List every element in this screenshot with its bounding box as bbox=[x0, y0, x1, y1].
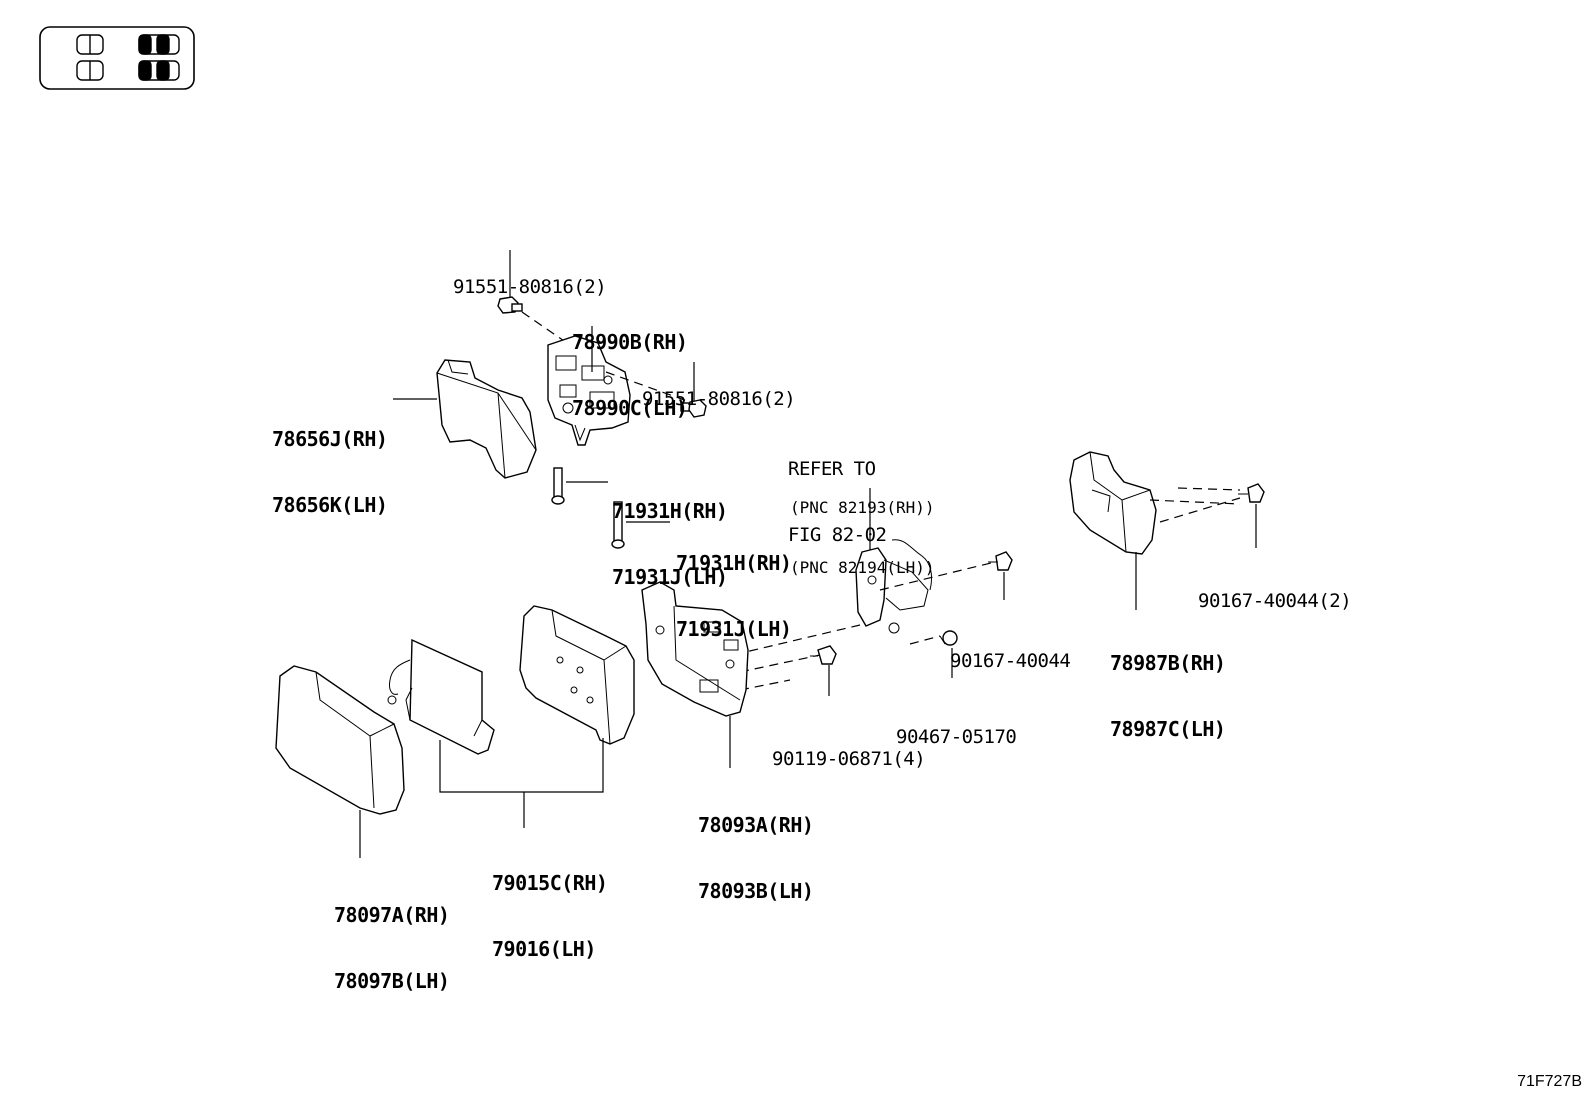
callout-hinge: 78990B(RH) 78990C(LH) bbox=[572, 287, 688, 441]
hinge-icon bbox=[547, 326, 631, 446]
callout-line: 71931J(LH) bbox=[612, 565, 728, 589]
callout-pin-upper: 71931H(RH) 71931J(LH) bbox=[612, 456, 728, 610]
callout-line: 78990C(LH) bbox=[572, 396, 688, 420]
seat-location-icon bbox=[39, 26, 195, 90]
side-cover-icon bbox=[1069, 451, 1157, 610]
callout-line: 78987C(LH) bbox=[1110, 717, 1226, 741]
pin-upper-icon bbox=[551, 467, 608, 505]
callout-line: (PNC 82193(RH)) bbox=[790, 498, 935, 517]
cushion-cover-icon bbox=[275, 665, 405, 858]
callout-line: 71931H(RH) bbox=[676, 551, 792, 575]
callout-screw-right: 90167-40044(2) bbox=[1198, 546, 1352, 634]
callout-back-cover: 78656J(RH) 78656K(LH) bbox=[272, 384, 388, 538]
callout-line: 90167-40044 bbox=[950, 650, 1071, 672]
callout-bolt-top-left: 91551-80816(2) bbox=[453, 232, 607, 320]
heater-pad-icon bbox=[387, 638, 495, 755]
callout-bolt-lower: 90119-06871(4) bbox=[772, 704, 926, 792]
callout-line: 91551-80816(2) bbox=[642, 388, 796, 410]
bolt-top-left-icon bbox=[497, 250, 523, 314]
callout-line: 90119-06871(4) bbox=[772, 748, 926, 770]
callout-cushion: 78097A(RH) 78097B(LH) bbox=[334, 860, 450, 1014]
callout-pin-lower: 71931H(RH) 71931J(LH) bbox=[676, 508, 792, 662]
bolt-top-right-icon bbox=[680, 362, 707, 418]
callout-side-cover: 78987B(RH) 78987C(LH) bbox=[1110, 608, 1226, 762]
callout-clip: 90467-05170 bbox=[896, 682, 1017, 770]
callout-line: 71931J(LH) bbox=[676, 617, 792, 641]
callout-line: 79015C(RH) bbox=[492, 871, 608, 895]
clip-icon bbox=[939, 630, 958, 678]
callout-line: 78097A(RH) bbox=[334, 903, 450, 927]
callout-pad-assy: 79015C(RH) 79016(LH) bbox=[492, 828, 608, 982]
callout-line: 79016(LH) bbox=[492, 937, 596, 961]
harness-bracket-icon bbox=[855, 488, 933, 634]
callout-line: (PNC 82194(LH)) bbox=[790, 558, 935, 577]
screw-mid-icon bbox=[988, 551, 1013, 600]
callout-line: REFER TO bbox=[788, 458, 876, 480]
pin-lower-icon bbox=[611, 501, 670, 549]
callout-refer: REFER TO FIG 82-02 bbox=[788, 414, 887, 568]
callout-line: 78656K(LH) bbox=[272, 493, 388, 517]
callout-line: 90467-05170 bbox=[896, 726, 1017, 748]
callout-line: 90167-40044(2) bbox=[1198, 590, 1352, 612]
callout-line: 78093A(RH) bbox=[698, 813, 814, 837]
callout-pnc: (PNC 82193(RH)) (PNC 82194(LH)) bbox=[790, 458, 935, 598]
callout-screw-mid: 90167-40044 bbox=[950, 606, 1071, 694]
seat-bracket-icon bbox=[641, 581, 749, 768]
pad-frame-icon bbox=[519, 605, 635, 745]
callout-line: 91551-80816(2) bbox=[453, 276, 607, 298]
seat-location-indicator bbox=[39, 26, 195, 90]
callout-line: 78093B(LH) bbox=[698, 879, 814, 903]
callout-bracket: 78093A(RH) 78093B(LH) bbox=[698, 770, 814, 924]
back-cover-icon bbox=[393, 359, 537, 479]
screw-right-icon bbox=[1238, 483, 1265, 548]
callout-line: 78990B(RH) bbox=[572, 330, 688, 354]
callout-bolt-top-right: 91551-80816(2) bbox=[642, 344, 796, 432]
callout-line: 78987B(RH) bbox=[1110, 651, 1226, 675]
callout-line: 71931H(RH) bbox=[612, 499, 728, 523]
callout-line: 78097B(LH) bbox=[334, 969, 450, 993]
bolt-lower-icon bbox=[810, 645, 837, 696]
callout-line: FIG 82-02 bbox=[788, 524, 887, 546]
callout-line: 78656J(RH) bbox=[272, 427, 388, 451]
diagram-code: 71F727B bbox=[1517, 1073, 1582, 1090]
